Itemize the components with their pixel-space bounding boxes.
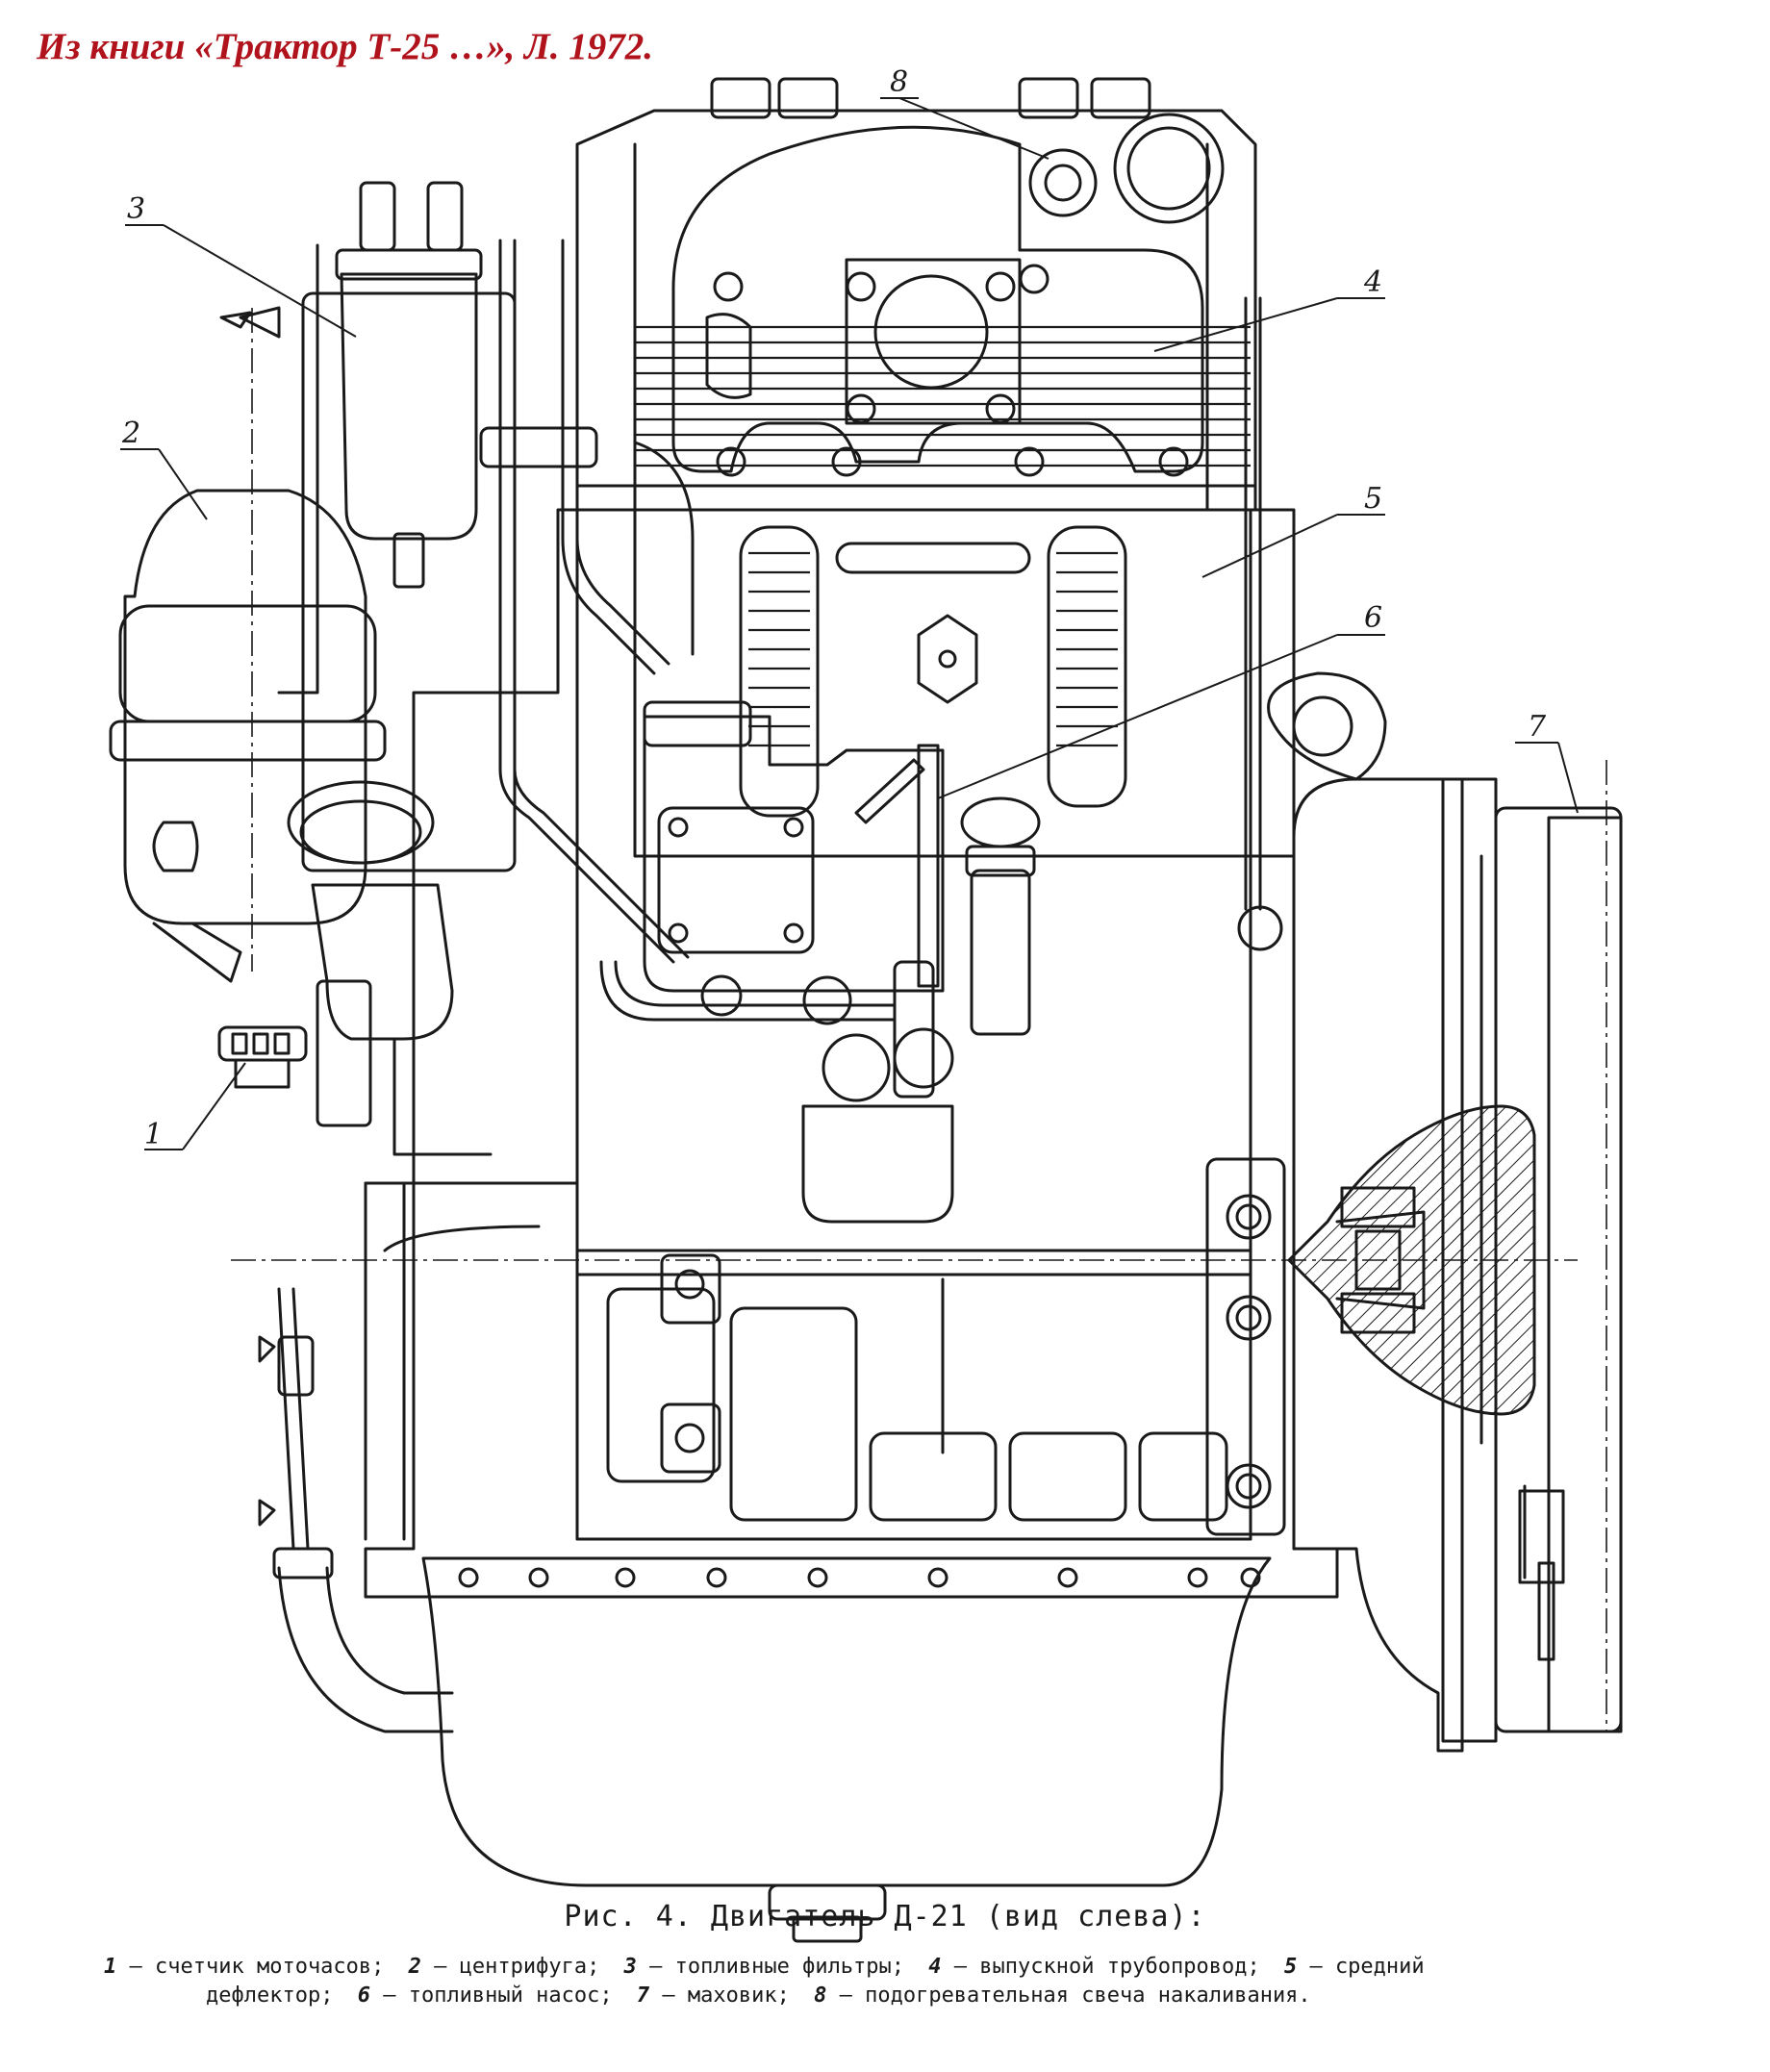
figure-legend: 1 — счетчик моточасов; 2 — центрифуга; 3… <box>104 1953 1643 2010</box>
fuel-pump <box>643 700 1041 1224</box>
svg-text:2: 2 <box>121 417 140 450</box>
center-lines <box>231 308 1607 1731</box>
fuel-filters <box>277 181 517 872</box>
legend-item: 3 — топливные фильтры; <box>623 1955 905 1979</box>
legend-item: 4 — выпускной трубопровод; <box>928 1955 1260 1979</box>
legend-item: 2 — центрифуга; <box>408 1955 600 1979</box>
callouts: 1 2 3 4 5 6 7 <box>120 65 1579 1151</box>
callout-5: 5 <box>1201 482 1385 578</box>
dipstick <box>258 1181 579 1551</box>
callout-1: 1 <box>144 1062 246 1151</box>
hour-meter <box>217 979 372 1127</box>
middle-deflector <box>633 508 1296 858</box>
legend-line-1: 1 — счетчик моточасов; 2 — центрифуга; 3… <box>104 1953 1643 1982</box>
legend-line-2: дефлектор; 6 — топливный насос; 7 — махо… <box>104 1982 1643 2010</box>
callout-8: 8 <box>880 65 1049 160</box>
figure-caption-title: Рис. 4. Двигатель Д-21 (вид слева): <box>564 1900 1206 1933</box>
legend-item: 8 — подогревательная свеча накаливания. <box>814 1984 1311 2008</box>
cylinder-block <box>364 508 1339 1599</box>
legend-item-5-rest: дефлектор; <box>206 1984 334 2008</box>
fuel-lines <box>479 239 1283 1022</box>
exhaust-manifold <box>671 125 1204 477</box>
legend-item-5-part: 5 — средний <box>1283 1955 1425 1979</box>
callout-2: 2 <box>120 417 208 520</box>
svg-text:1: 1 <box>144 1118 163 1151</box>
callout-4: 4 <box>1153 265 1385 352</box>
svg-text:5: 5 <box>1364 482 1382 516</box>
callout-7: 7 <box>1515 710 1579 814</box>
legend-item: 7 — маховик; <box>636 1984 790 2008</box>
legend-item: 1 — счетчик моточасов; <box>104 1955 385 1979</box>
svg-text:4: 4 <box>1363 265 1382 299</box>
svg-text:8: 8 <box>890 65 908 99</box>
svg-text:6: 6 <box>1364 601 1382 635</box>
callout-3: 3 <box>125 192 357 338</box>
source-note: Из книги «Трактор Т-25 …», Л. 1972. <box>37 26 653 67</box>
flywheel <box>1267 671 1623 1753</box>
oil-sump <box>272 1547 1272 1943</box>
centrifuge <box>109 306 387 983</box>
svg-text:3: 3 <box>127 192 145 226</box>
callout-6: 6 <box>937 601 1385 799</box>
intake-neck <box>287 780 493 1156</box>
legend-item: 6 — топливный насос; <box>357 1984 613 2008</box>
svg-text:7: 7 <box>1528 710 1547 744</box>
cylinder-head <box>575 77 1257 512</box>
